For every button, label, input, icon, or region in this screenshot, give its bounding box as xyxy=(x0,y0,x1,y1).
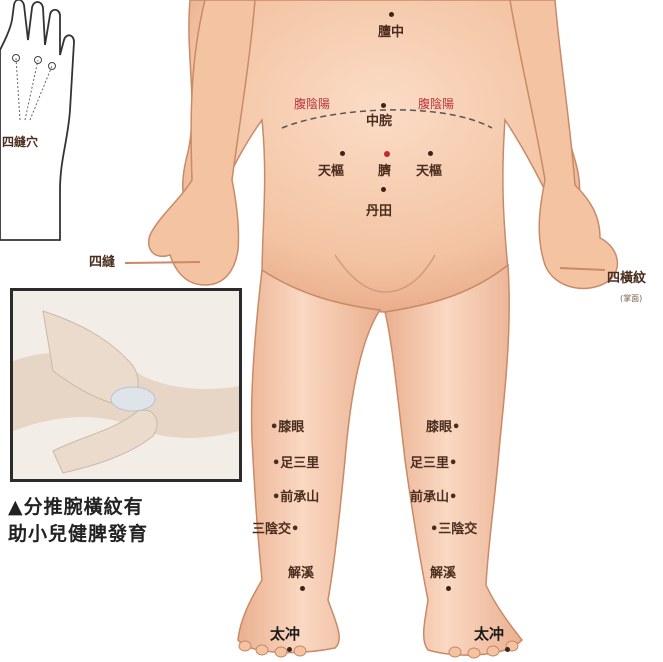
label-fuyinyang-right: 腹陰陽 xyxy=(418,96,454,112)
label-jiexi-right: 解溪 xyxy=(430,566,456,582)
label-siheng-note: (掌面) xyxy=(620,291,642,307)
taichong-left-dot xyxy=(287,647,292,652)
jiexi-left-dot xyxy=(300,586,305,591)
navel-dot xyxy=(384,151,390,157)
label-taichong-left: 太冲 xyxy=(270,626,300,642)
label-sanyinjiao-right: •三陰交 xyxy=(430,522,477,538)
label-qianchengshan-right: 前承山• xyxy=(410,490,457,506)
taichong-right-dot xyxy=(505,647,510,652)
label-sanyinjiao-left: 三陰交• xyxy=(252,522,299,538)
label-fuyinyang-left: 腹陰陽 xyxy=(294,96,330,112)
label-tianshu-left: 天樞 xyxy=(318,164,344,180)
label-qi: 臍 xyxy=(378,164,391,180)
hand-sketch xyxy=(0,0,74,240)
label-dantian: 丹田 xyxy=(366,204,392,220)
caption-line-2: 助小兒健脾發育 xyxy=(8,521,218,548)
sifeng-pointer xyxy=(125,262,200,263)
tianshu-right-dot xyxy=(428,151,433,156)
label-sifeng: 四縫 xyxy=(89,255,115,271)
label-jiexi-left: 解溪 xyxy=(288,566,314,582)
label-xiyan-right: 膝眼• xyxy=(426,420,460,436)
label-zhongwan: 中脘 xyxy=(366,114,392,130)
label-tianshu-right: 天樞 xyxy=(416,164,442,180)
zhongwan-dot xyxy=(381,103,386,108)
wrist-massage-photo xyxy=(10,288,242,482)
caption-line-1: ▲分推腕橫紋有 xyxy=(8,494,218,521)
tianshu-left-dot xyxy=(340,151,345,156)
label-zusanli-left: •足三里 xyxy=(272,456,319,472)
label-sifeng-hand: 四縫穴 xyxy=(2,134,38,150)
label-xiyan-left: •膝眼 xyxy=(270,420,304,436)
label-siheng: 四橫紋 xyxy=(607,271,646,287)
tanzhong-dot xyxy=(389,12,394,17)
photo-caption: ▲分推腕橫紋有 助小兒健脾發育 xyxy=(8,494,218,548)
photo-hands-drawing xyxy=(13,291,239,479)
label-taichong-right: 太冲 xyxy=(474,626,504,642)
label-zusanli-right: 足三里• xyxy=(410,456,457,472)
jiexi-right-dot xyxy=(446,586,451,591)
label-tanzhong: 膻中 xyxy=(378,25,404,41)
label-qianchengshan-left: •前承山 xyxy=(272,490,319,506)
dantian-dot xyxy=(381,187,386,192)
